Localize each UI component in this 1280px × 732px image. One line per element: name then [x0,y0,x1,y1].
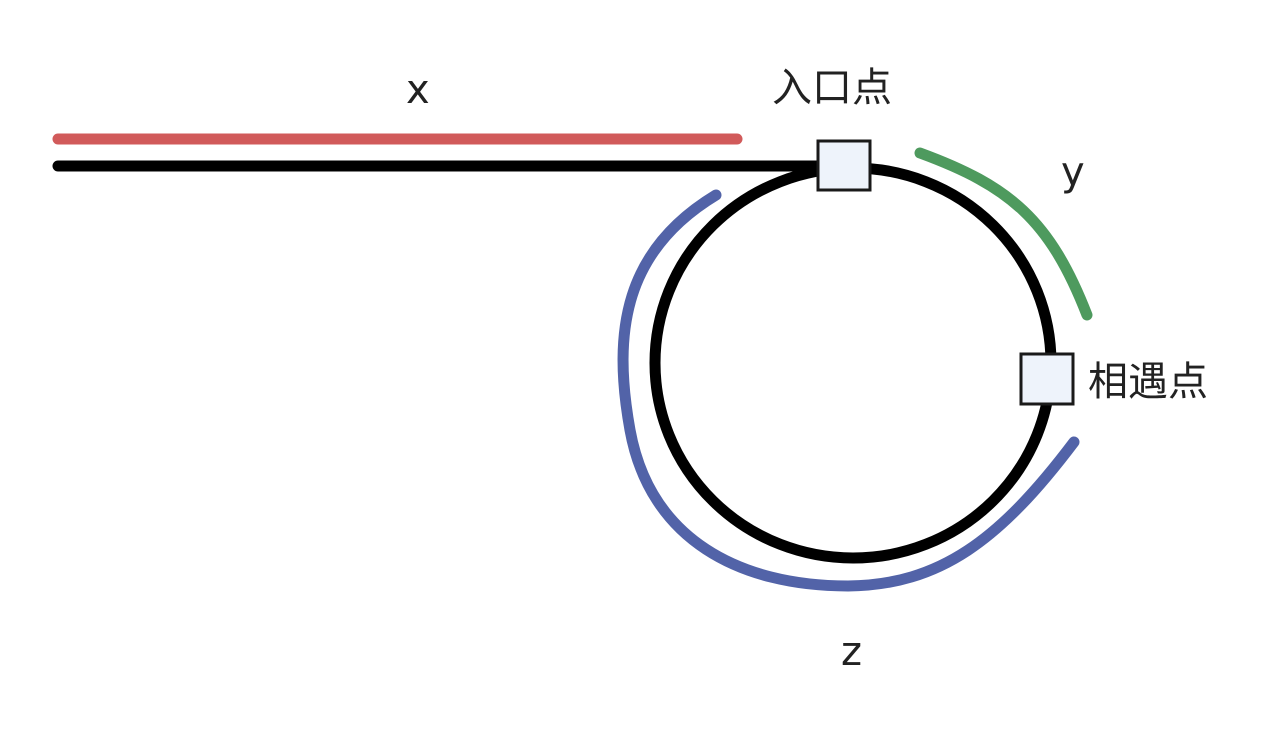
meeting-point-node [1019,352,1075,406]
y-label: y [1061,149,1085,195]
z-label: z [841,629,862,675]
meeting-point-label: 相遇点 [1088,359,1208,405]
cycle-circle [649,162,1057,564]
entry-point-label: 入口点 [772,65,892,111]
x-label: x [406,67,430,113]
z-segment-arc [617,189,1080,592]
y-segment-arc [914,147,1093,321]
entry-point-node [816,139,872,192]
